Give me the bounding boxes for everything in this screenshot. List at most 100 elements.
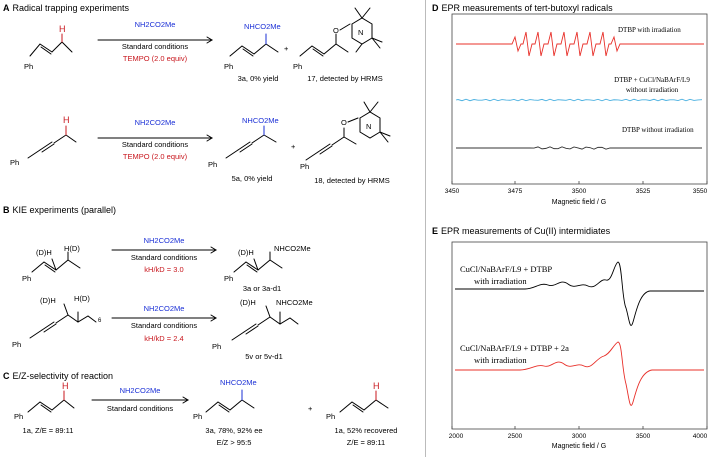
trace-label: DTBP + CuCl/NaBArF/L9 bbox=[614, 76, 690, 84]
product-label-3a-d1: 3a or 3a-d1 bbox=[242, 284, 282, 293]
conditions-label: Standard conditions bbox=[121, 42, 189, 51]
epr-trace-d2 bbox=[455, 98, 703, 102]
product-nh-label: NHCO2Me bbox=[244, 22, 281, 31]
trace-label: DTBP without irradiation bbox=[622, 126, 694, 134]
reagent-label: NH2CO2Me bbox=[134, 20, 176, 29]
epr-spectra bbox=[455, 31, 704, 406]
deuterium-label: H(D) bbox=[64, 244, 80, 253]
h-atom-label: H bbox=[59, 24, 66, 34]
trace-label: DTBP with irradiation bbox=[618, 26, 681, 34]
epr-trace-e2 bbox=[455, 341, 704, 406]
product-nh-label: NHCO2Me bbox=[274, 244, 311, 253]
product-label-5v-d1: 5v or 5v-d1 bbox=[245, 352, 283, 361]
plus-sign: + bbox=[291, 142, 296, 151]
structure-c-product bbox=[205, 389, 255, 413]
ph-label: Ph bbox=[10, 158, 20, 167]
trace-label: CuCl/NaBArF/L9 + DTBP + 2a bbox=[460, 343, 569, 353]
adduct-label-17: 17, detected by HRMS bbox=[307, 74, 383, 83]
x-tick-label: 3500 bbox=[635, 433, 651, 440]
deuterium-label: H(D) bbox=[74, 294, 90, 303]
recovered-zr-ratio: Z/E = 89:11 bbox=[346, 438, 386, 447]
product-nh-label: NHCO2Me bbox=[220, 378, 257, 387]
kie-label: kH/kD = 3.0 bbox=[144, 265, 184, 274]
additive-label: TEMPO (2.0 equiv) bbox=[122, 54, 188, 63]
n-atom-label: N bbox=[358, 28, 364, 37]
kie-label: kH/kD = 2.4 bbox=[144, 334, 184, 343]
panel-e-frame bbox=[451, 241, 708, 430]
chain-length-label: 6 bbox=[98, 318, 102, 324]
x-axis-label: Magnetic field / G bbox=[551, 199, 607, 206]
conditions-label: Standard conditions bbox=[121, 140, 189, 149]
h-atom-label: H bbox=[373, 381, 380, 391]
ph-label: Ph bbox=[12, 340, 22, 349]
x-tick-label: 2000 bbox=[448, 433, 464, 440]
ph-label: Ph bbox=[293, 62, 303, 71]
ph-label: Ph bbox=[300, 162, 310, 171]
product-label-3a: 3a, 0% yield bbox=[237, 74, 279, 83]
reagent-label: NH2CO2Me bbox=[134, 118, 176, 127]
n-atom-label: N bbox=[366, 122, 372, 131]
x-tick-label: 4000 bbox=[692, 433, 708, 440]
structure-b1-product bbox=[233, 251, 283, 273]
structure-17 bbox=[299, 7, 383, 57]
epr-trace-e1 bbox=[455, 261, 704, 326]
additive-label: TEMPO (2.0 equiv) bbox=[122, 152, 188, 161]
trace-label: with irradiation bbox=[474, 276, 527, 286]
h-atom-label: H bbox=[63, 115, 70, 125]
product-label-3a-ee: 3a, 78%, 92% ee bbox=[205, 426, 263, 435]
x-axis-label: Magnetic field / G bbox=[551, 443, 607, 450]
reagent-label: NH2CO2Me bbox=[119, 386, 161, 395]
ph-label: Ph bbox=[24, 62, 34, 71]
x-tick-label: 3475 bbox=[507, 188, 523, 195]
o-atom-label: O bbox=[341, 118, 347, 127]
structure-a2-alkyne bbox=[27, 125, 77, 159]
epr-trace-d1 bbox=[456, 31, 704, 57]
trace-label: without irradiation bbox=[625, 86, 679, 94]
ph-label: Ph bbox=[193, 412, 203, 421]
deuterium-label: (D)H bbox=[36, 248, 52, 257]
product-nh-label: NHCO2Me bbox=[242, 116, 279, 125]
product-nh-label: NHCO2Me bbox=[276, 298, 313, 307]
structure-1a-recovered bbox=[339, 390, 389, 413]
sm-label-1a: 1a, Z/E = 89:11 bbox=[22, 426, 74, 435]
x-tick-label: 3500 bbox=[571, 188, 587, 195]
ph-label: Ph bbox=[212, 342, 222, 351]
panel-d-frame bbox=[451, 13, 708, 185]
structure-1a bbox=[27, 390, 75, 413]
structure-3a bbox=[229, 33, 279, 57]
h-atom-label: H bbox=[62, 381, 69, 391]
x-tick-label: 3000 bbox=[571, 433, 587, 440]
product-label-5a: 5a, 0% yield bbox=[231, 174, 273, 183]
structure-b2-sm bbox=[29, 303, 97, 339]
conditions-label: Standard conditions bbox=[130, 321, 198, 330]
epr-trace-d3 bbox=[456, 146, 702, 150]
deuterium-label: (D)H bbox=[238, 248, 254, 257]
x-tick-label: 2500 bbox=[507, 433, 523, 440]
x-tick-label: 3525 bbox=[635, 188, 651, 195]
structure-b2-product bbox=[231, 305, 299, 341]
adduct-label-18: 18, detected by HRMS bbox=[314, 176, 390, 185]
ph-label: Ph bbox=[22, 274, 32, 283]
panel-divider bbox=[425, 0, 426, 457]
ph-label: Ph bbox=[208, 160, 218, 169]
plus-sign: + bbox=[284, 44, 289, 53]
trace-label: with irradiation bbox=[474, 355, 527, 365]
product-ez-ratio: E/Z > 95:5 bbox=[216, 438, 252, 447]
x-tick-label: 3450 bbox=[444, 188, 460, 195]
ph-label: Ph bbox=[224, 274, 234, 283]
deuterium-label: (D)H bbox=[40, 296, 56, 305]
recovered-label: 1a, 52% recovered bbox=[334, 426, 398, 435]
o-atom-label: O bbox=[333, 26, 339, 35]
structure-18 bbox=[305, 101, 391, 161]
conditions-label: Standard conditions bbox=[106, 404, 174, 413]
ph-label: Ph bbox=[326, 412, 336, 421]
reagent-label: NH2CO2Me bbox=[143, 304, 185, 313]
plus-sign: + bbox=[308, 404, 313, 413]
reagent-label: NH2CO2Me bbox=[143, 236, 185, 245]
